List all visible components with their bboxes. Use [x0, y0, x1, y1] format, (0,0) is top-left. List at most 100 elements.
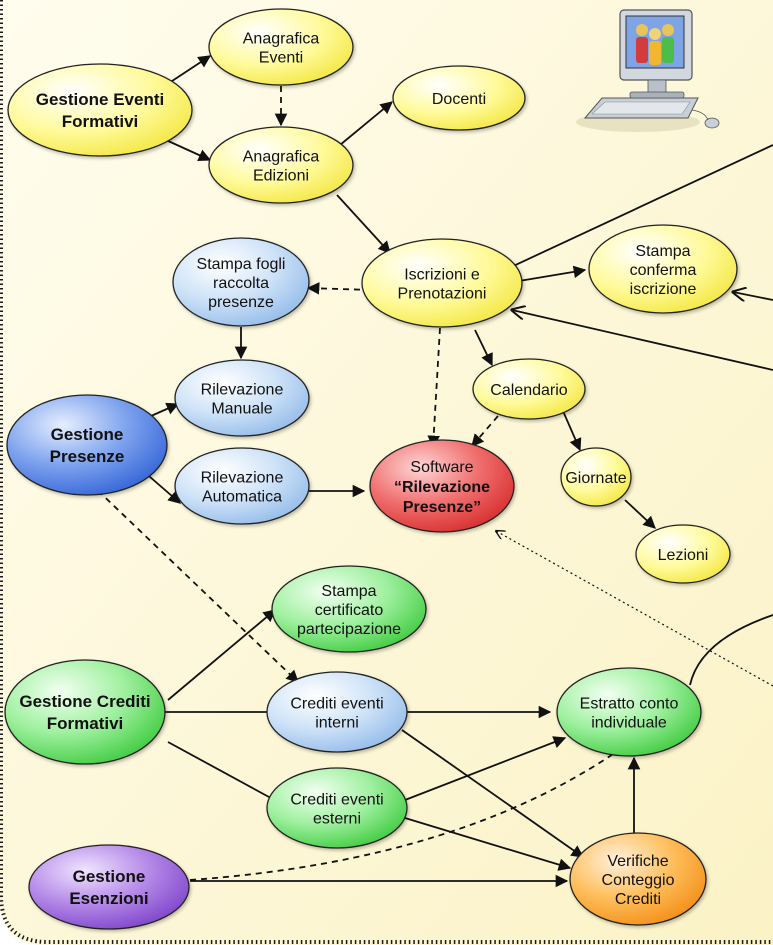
connector-arrow [404, 817, 572, 871]
node-label-line: Gestione [51, 425, 124, 444]
node-label-line: Crediti eventi [290, 792, 383, 809]
connector-arrow [401, 729, 585, 858]
node-label-line: Crediti [615, 891, 661, 908]
node-shape [392, 65, 526, 131]
node-shape [556, 667, 702, 757]
node-estratto-conto: Estratto conto individuale [556, 667, 702, 757]
connector-arrow [518, 265, 587, 282]
connector-arrow [89, 482, 299, 683]
node-stampa-conferma: Stampa conferma iscrizione [588, 224, 738, 314]
node-label-line: Presenze” [403, 499, 481, 516]
node-shape [266, 767, 408, 849]
node-shape [208, 126, 354, 204]
node-label-line: esterni [313, 811, 361, 828]
node-label-line: Docenti [432, 91, 486, 108]
node-iscrizioni: Iscrizioni e Prenotazioni [361, 238, 523, 328]
node-label-line: Iscrizioni e [404, 267, 480, 284]
node-label-line: Calendario [490, 382, 567, 399]
node-label-line: Rilevazione [201, 470, 284, 487]
connector-arrow [493, 144, 773, 276]
node-label-line: certificato [315, 602, 384, 619]
connector-arrow [189, 739, 635, 881]
node-label-line: Giornate [565, 470, 626, 487]
node-label-line: Rilevazione [201, 382, 284, 399]
node-crediti-esterni: Crediti eventi esterni [266, 767, 408, 849]
node-label-line: Presenze [50, 447, 125, 466]
node-shape [174, 359, 310, 437]
node-calendario: Calendario [472, 358, 586, 420]
node-label-line: Anagrafica [243, 31, 320, 48]
node-shape [7, 63, 193, 157]
node-label-line: interni [315, 715, 359, 732]
connector-arrow [336, 194, 391, 254]
node-docenti: Docenti [392, 65, 526, 131]
connector-arrow [404, 736, 567, 801]
node-shape [560, 447, 632, 507]
node-shape [28, 844, 190, 930]
node-label-line: conferma [630, 262, 697, 279]
computer-users-icon [576, 9, 720, 132]
node-label-line: Automatica [202, 489, 282, 506]
connector-arrow [167, 609, 276, 701]
connector-arrow [624, 499, 656, 529]
node-label-line: Software [410, 459, 473, 476]
node-label-line: Conteggio [602, 872, 675, 889]
node-label-line: Gestione [73, 867, 146, 886]
node-shape [361, 238, 523, 328]
node-label-line: Anagrafica [243, 149, 320, 166]
node-shape [6, 394, 168, 496]
connector-arrow [689, 614, 773, 686]
node-label-line: Verifiche [607, 853, 668, 870]
node-label-line: Edizioni [253, 168, 309, 185]
node-label-line: Formativi [62, 112, 139, 131]
node-shape [174, 447, 310, 525]
node-label-line: Estratto conto [580, 696, 679, 713]
node-shape [172, 237, 310, 327]
edges [89, 55, 773, 888]
node-shape [271, 565, 427, 653]
connector-arrow [427, 327, 441, 449]
node-shape [266, 671, 408, 753]
node-lezioni: Lezioni [635, 524, 731, 584]
node-label-line: iscrizione [630, 281, 697, 298]
node-label-line: Lezioni [658, 547, 709, 564]
node-shape [369, 439, 515, 533]
connector-arrow [733, 292, 773, 300]
node-shape [472, 358, 586, 420]
node-label-line: Crediti eventi [290, 696, 383, 713]
node-label-line: Stampa [635, 243, 690, 260]
node-label-line: “Rilevazione [394, 479, 490, 496]
connector-arrow [562, 410, 582, 452]
node-label-line: individuale [591, 715, 667, 732]
connector-arrow [165, 55, 212, 86]
connector-arrow [167, 741, 282, 804]
node-label-line: Gestione Crediti [19, 692, 150, 711]
connector-arrow [512, 310, 773, 371]
node-label-line: Eventi [259, 50, 303, 67]
node-shape [4, 659, 166, 765]
node-label-line: Formativi [47, 714, 124, 733]
node-label-line: partecipazione [297, 621, 401, 638]
connector-arrow [165, 139, 212, 162]
node-shape [569, 832, 707, 926]
node-label-line: Prenotazioni [398, 286, 487, 303]
node-shape [635, 524, 731, 584]
connector-arrow [471, 415, 499, 447]
node-label-line: raccolta [213, 275, 269, 292]
node-shape [588, 224, 738, 314]
node-label-line: Esenzioni [69, 889, 148, 908]
node-crediti-interni: Crediti eventi interni [266, 671, 408, 753]
